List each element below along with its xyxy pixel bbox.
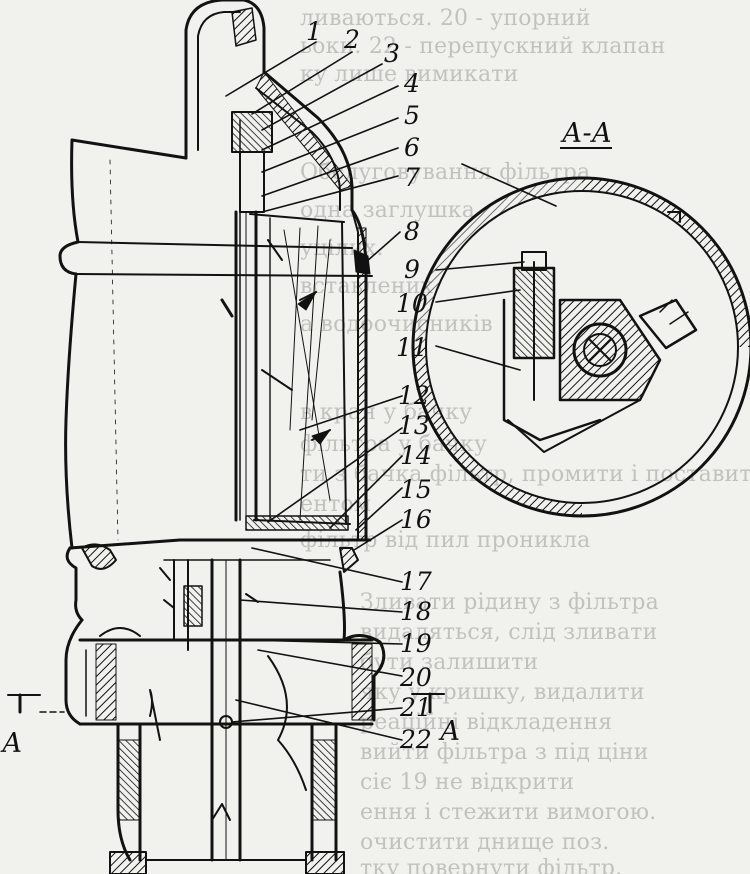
- part-number-21: 21: [399, 693, 432, 722]
- part-number-1: 1: [306, 17, 322, 46]
- part-number-18: 18: [400, 597, 432, 626]
- section-aa-view: [411, 176, 750, 518]
- part-number-5: 5: [404, 101, 420, 130]
- canister-body: [58, 138, 373, 550]
- part-number-2: 2: [343, 25, 360, 54]
- part-number-20: 20: [399, 663, 432, 692]
- part-number-15: 15: [400, 475, 432, 504]
- part-number-9: 9: [404, 255, 420, 284]
- part-number-3: 3: [384, 39, 400, 68]
- lower-housing: [64, 538, 386, 874]
- top-cap: [184, 0, 354, 212]
- part-number-12: 12: [398, 381, 430, 410]
- part-number-19: 19: [400, 629, 432, 658]
- filter-element: [220, 111, 351, 531]
- section-aa-title: А-А: [560, 118, 612, 149]
- part-number-6: 6: [404, 133, 420, 162]
- part-number-16: 16: [400, 505, 432, 534]
- part-number-14: 14: [400, 441, 432, 470]
- section-mark-left: А: [0, 728, 22, 759]
- part-number-13: 13: [398, 411, 430, 440]
- part-number-7: 7: [404, 163, 420, 192]
- section-mark-right: А: [438, 716, 460, 747]
- part-number-10: 10: [396, 289, 428, 318]
- leader-lines: [225, 41, 557, 741]
- part-number-4: 4: [403, 69, 420, 98]
- part-number-11: 11: [396, 333, 428, 362]
- part-number-8: 8: [404, 217, 420, 246]
- section-line-a: [7, 692, 445, 714]
- part-number-17: 17: [400, 567, 432, 596]
- part-number-labels: 1 2 3 4 5 6 7 8 9 10 11 12 13 14 15 16 1…: [306, 17, 432, 754]
- part-number-22: 22: [399, 725, 432, 754]
